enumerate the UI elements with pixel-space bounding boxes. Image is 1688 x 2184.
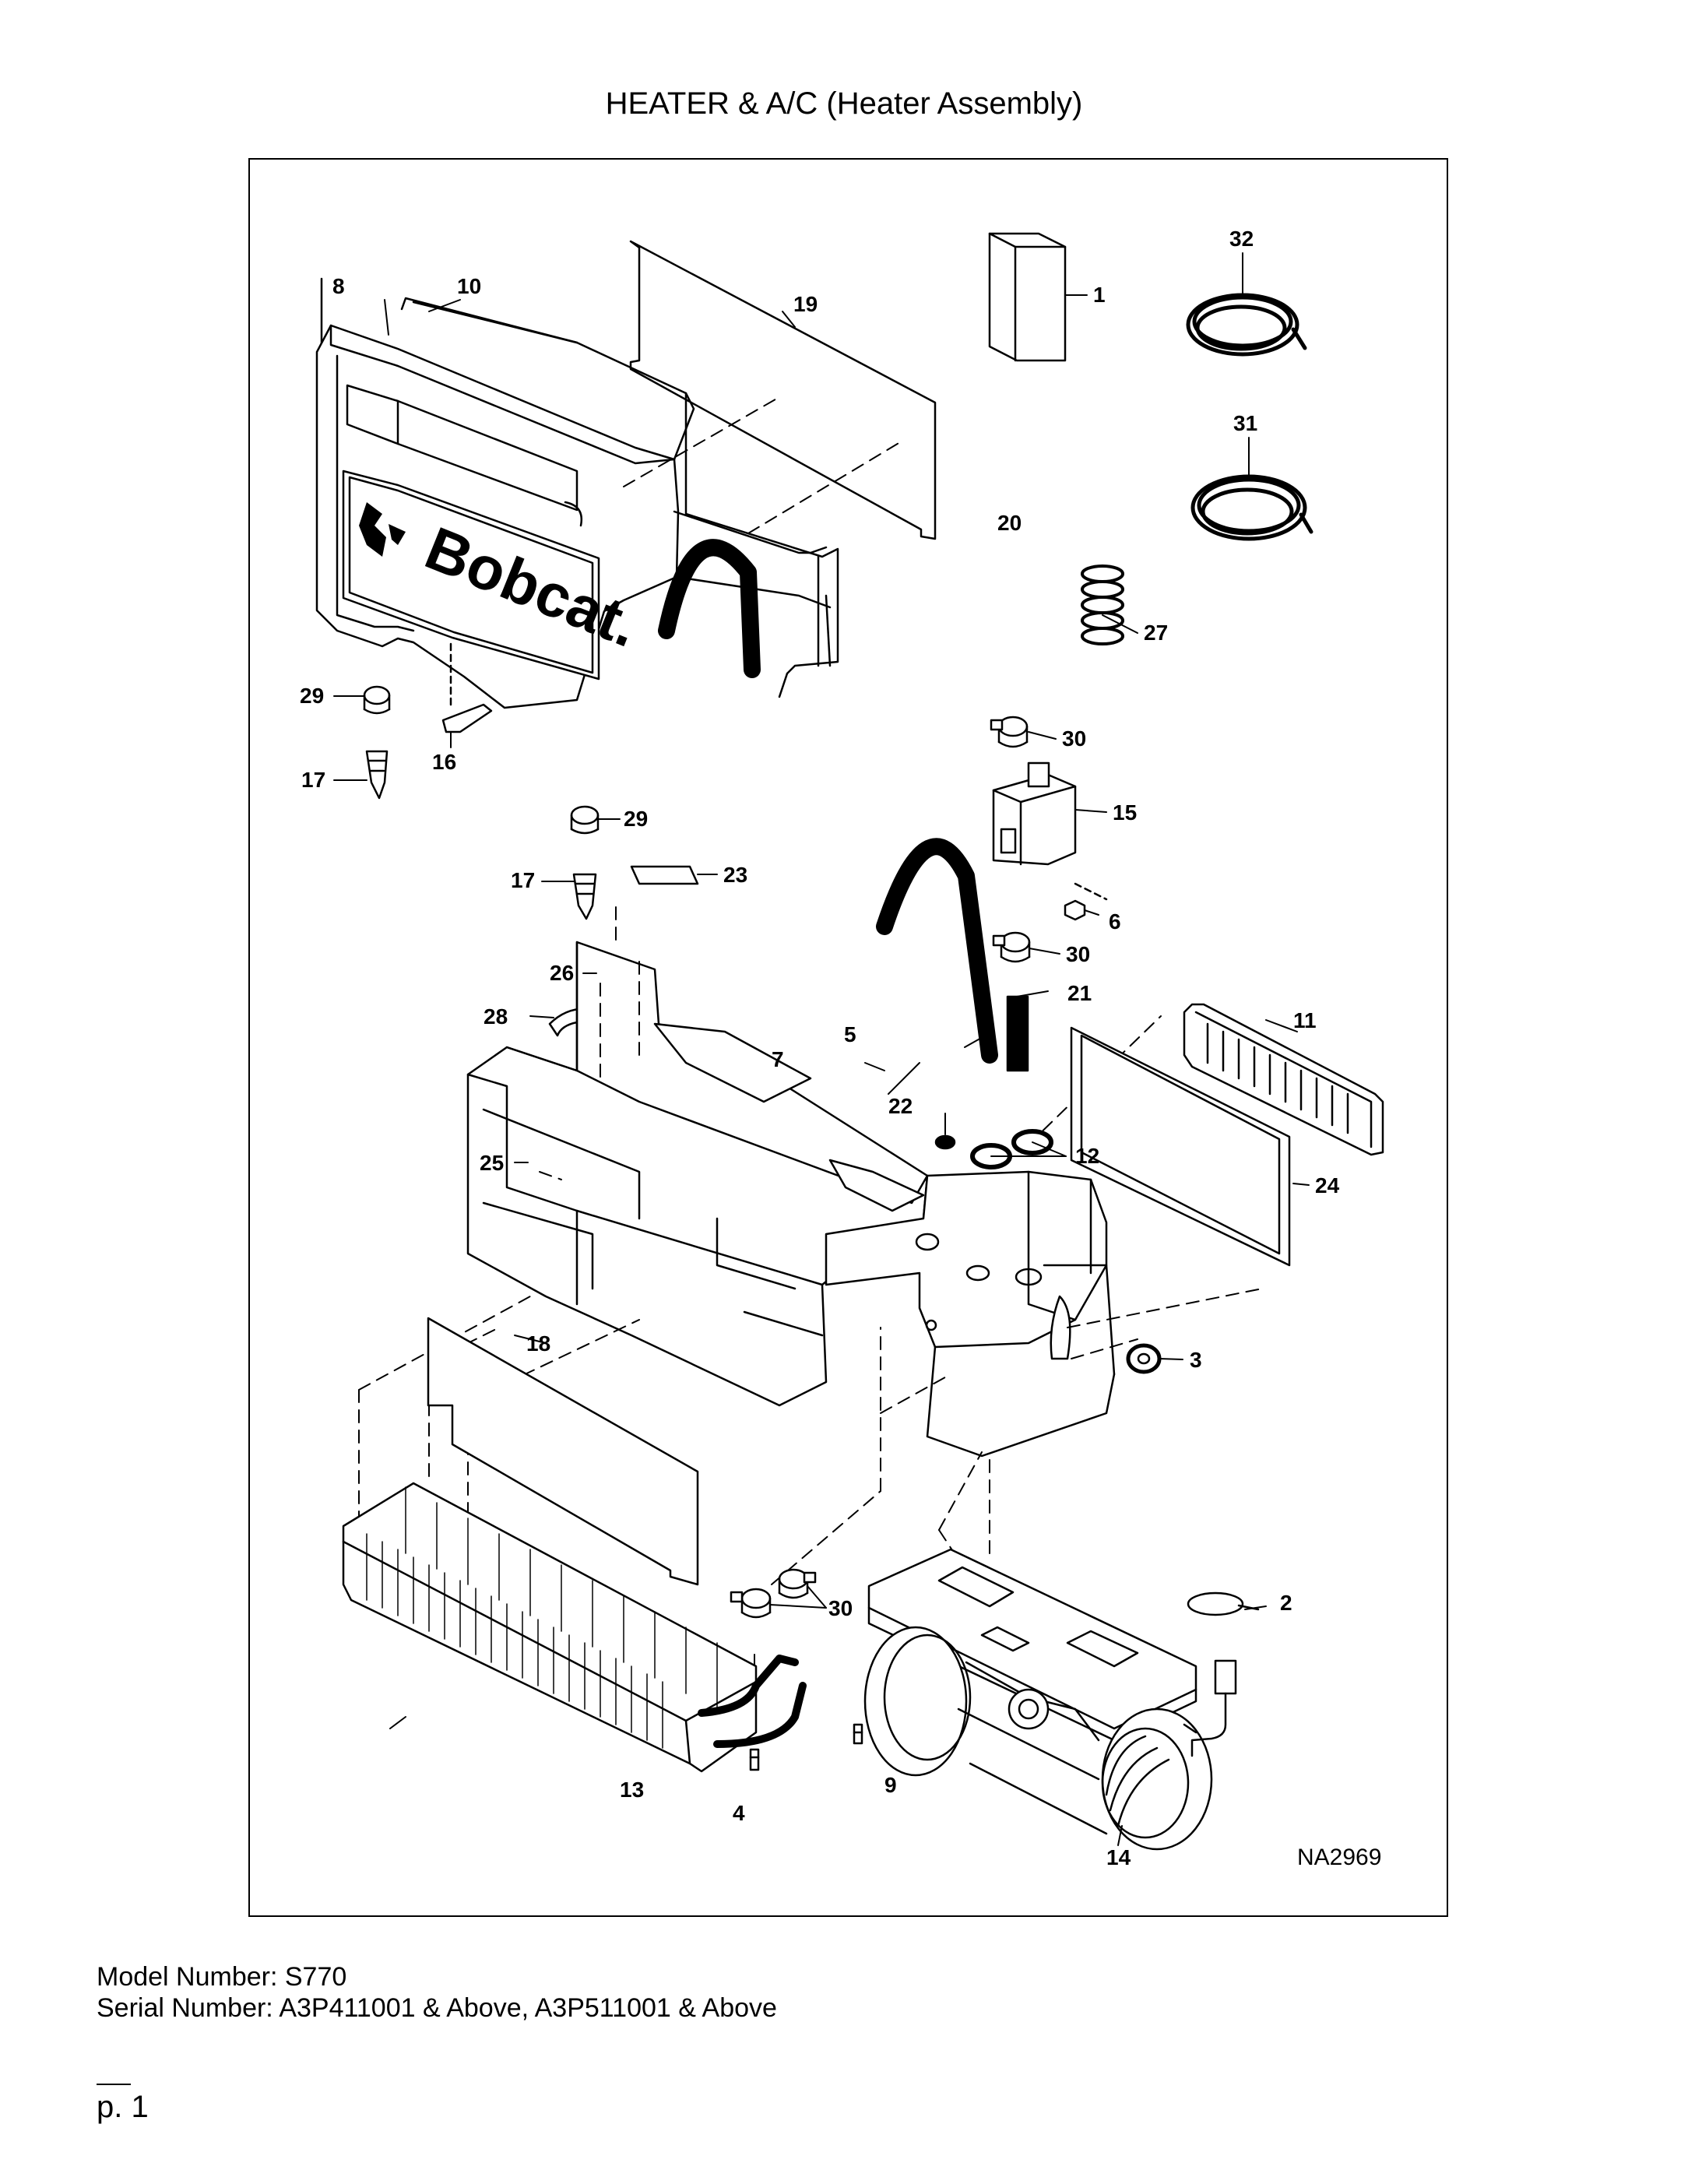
callout-24: 24 bbox=[1315, 1173, 1340, 1198]
callout-16: 16 bbox=[432, 750, 456, 774]
part-20-hose bbox=[658, 539, 761, 678]
part-3-grommet bbox=[1126, 1343, 1162, 1374]
page-number-rule bbox=[97, 2084, 131, 2085]
callout-13: 13 bbox=[620, 1778, 644, 1802]
part-7-main-housing bbox=[466, 941, 1116, 1458]
serial-number: Serial Number: A3P411001 & Above, A3P511… bbox=[97, 1993, 777, 2023]
part-32-seal-coil bbox=[1186, 293, 1307, 357]
callout-27: 27 bbox=[1144, 621, 1168, 645]
page-number: p. 1 bbox=[97, 2090, 149, 2124]
callout-17-center: 17 bbox=[511, 868, 535, 892]
leader-dashed-top bbox=[623, 396, 905, 534]
part-8-10-upper-housing: Bobcat. bbox=[315, 277, 839, 709]
part-15-water-valve bbox=[992, 761, 1077, 866]
exploded-parts-diagram: Bobcat. bbox=[300, 227, 1384, 1870]
callout-30-middle: 30 bbox=[1066, 942, 1090, 966]
callout-29-left: 29 bbox=[300, 684, 324, 708]
callout-22: 22 bbox=[888, 1094, 913, 1118]
part-30-clamp-lower-b bbox=[778, 1568, 817, 1599]
callout-1: 1 bbox=[1093, 283, 1106, 307]
part-21-short-hose bbox=[1006, 995, 1029, 1072]
part-29-clamp-center bbox=[570, 805, 600, 835]
callout-9: 9 bbox=[884, 1773, 897, 1797]
callout-30-lower: 30 bbox=[828, 1596, 853, 1620]
part-30-clamp-upper bbox=[990, 716, 1029, 748]
part-23-pad bbox=[630, 865, 699, 885]
callout-6: 6 bbox=[1109, 909, 1121, 934]
callout-14: 14 bbox=[1106, 1845, 1131, 1869]
callout-8: 8 bbox=[332, 274, 345, 298]
part-22-grommet bbox=[934, 1134, 956, 1150]
callout-3: 3 bbox=[1190, 1348, 1202, 1372]
callout-10: 10 bbox=[457, 274, 481, 298]
callout-7: 7 bbox=[772, 1047, 784, 1071]
callout-26: 26 bbox=[550, 961, 574, 985]
callout-29-center: 29 bbox=[624, 807, 648, 831]
part-30-clamp-lower-a bbox=[730, 1588, 772, 1619]
part-18-panel bbox=[427, 1317, 699, 1586]
part-14-blower bbox=[863, 1548, 1237, 1851]
part-6-screw bbox=[1064, 882, 1108, 921]
diagram-frame: Bobcat. bbox=[248, 158, 1448, 1917]
callout-2: 2 bbox=[1280, 1591, 1292, 1615]
callout-32: 32 bbox=[1229, 227, 1254, 251]
part-17-plug-center bbox=[572, 873, 597, 920]
callout-15: 15 bbox=[1113, 800, 1137, 825]
part-17-plug-left bbox=[365, 750, 389, 800]
callout-11: 11 bbox=[1293, 1008, 1317, 1032]
callout-21: 21 bbox=[1067, 981, 1092, 1005]
part-9-screw bbox=[853, 1723, 863, 1745]
part-27-spring bbox=[1081, 564, 1124, 645]
part-2-cable-tie bbox=[1187, 1591, 1260, 1616]
callout-17-left: 17 bbox=[301, 768, 325, 792]
leader-lines bbox=[333, 252, 1310, 1846]
part-29-clamp-left bbox=[363, 685, 391, 715]
part-24-gasket bbox=[1070, 1026, 1291, 1267]
part-11-louver bbox=[1183, 1003, 1384, 1156]
footer-info: Model Number: S770 Serial Number: A3P411… bbox=[97, 1961, 777, 2024]
part-31-seal-coil bbox=[1190, 474, 1313, 541]
callout-28: 28 bbox=[484, 1004, 508, 1029]
figure-id: NA2969 bbox=[1297, 1845, 1381, 1870]
callout-18: 18 bbox=[526, 1331, 550, 1356]
part-4-screw bbox=[749, 1748, 760, 1771]
callout-30-upper: 30 bbox=[1062, 726, 1086, 751]
part-1-filter-box bbox=[988, 232, 1067, 362]
callout-labels: 1 2 3 4 5 6 7 8 9 10 11 12 13 14 15 16 1… bbox=[300, 227, 1381, 1870]
callout-31: 31 bbox=[1233, 411, 1257, 435]
part-13-heater-core bbox=[342, 1482, 807, 1773]
callout-5: 5 bbox=[844, 1022, 856, 1046]
page-title: HEATER & A/C (Heater Assembly) bbox=[605, 86, 1083, 121]
part-19-panel bbox=[629, 240, 937, 540]
part-12-grommets bbox=[970, 1129, 1053, 1169]
part-30-clamp-middle bbox=[992, 931, 1031, 963]
callout-19: 19 bbox=[793, 292, 818, 316]
model-number: Model Number: S770 bbox=[97, 1962, 347, 1992]
callout-23: 23 bbox=[723, 863, 747, 887]
part-5-hose bbox=[876, 838, 998, 1064]
callout-4: 4 bbox=[733, 1801, 745, 1825]
part-16-bracket bbox=[441, 641, 493, 733]
callout-12: 12 bbox=[1075, 1144, 1099, 1168]
callout-20: 20 bbox=[997, 511, 1022, 535]
callout-25: 25 bbox=[480, 1151, 504, 1175]
